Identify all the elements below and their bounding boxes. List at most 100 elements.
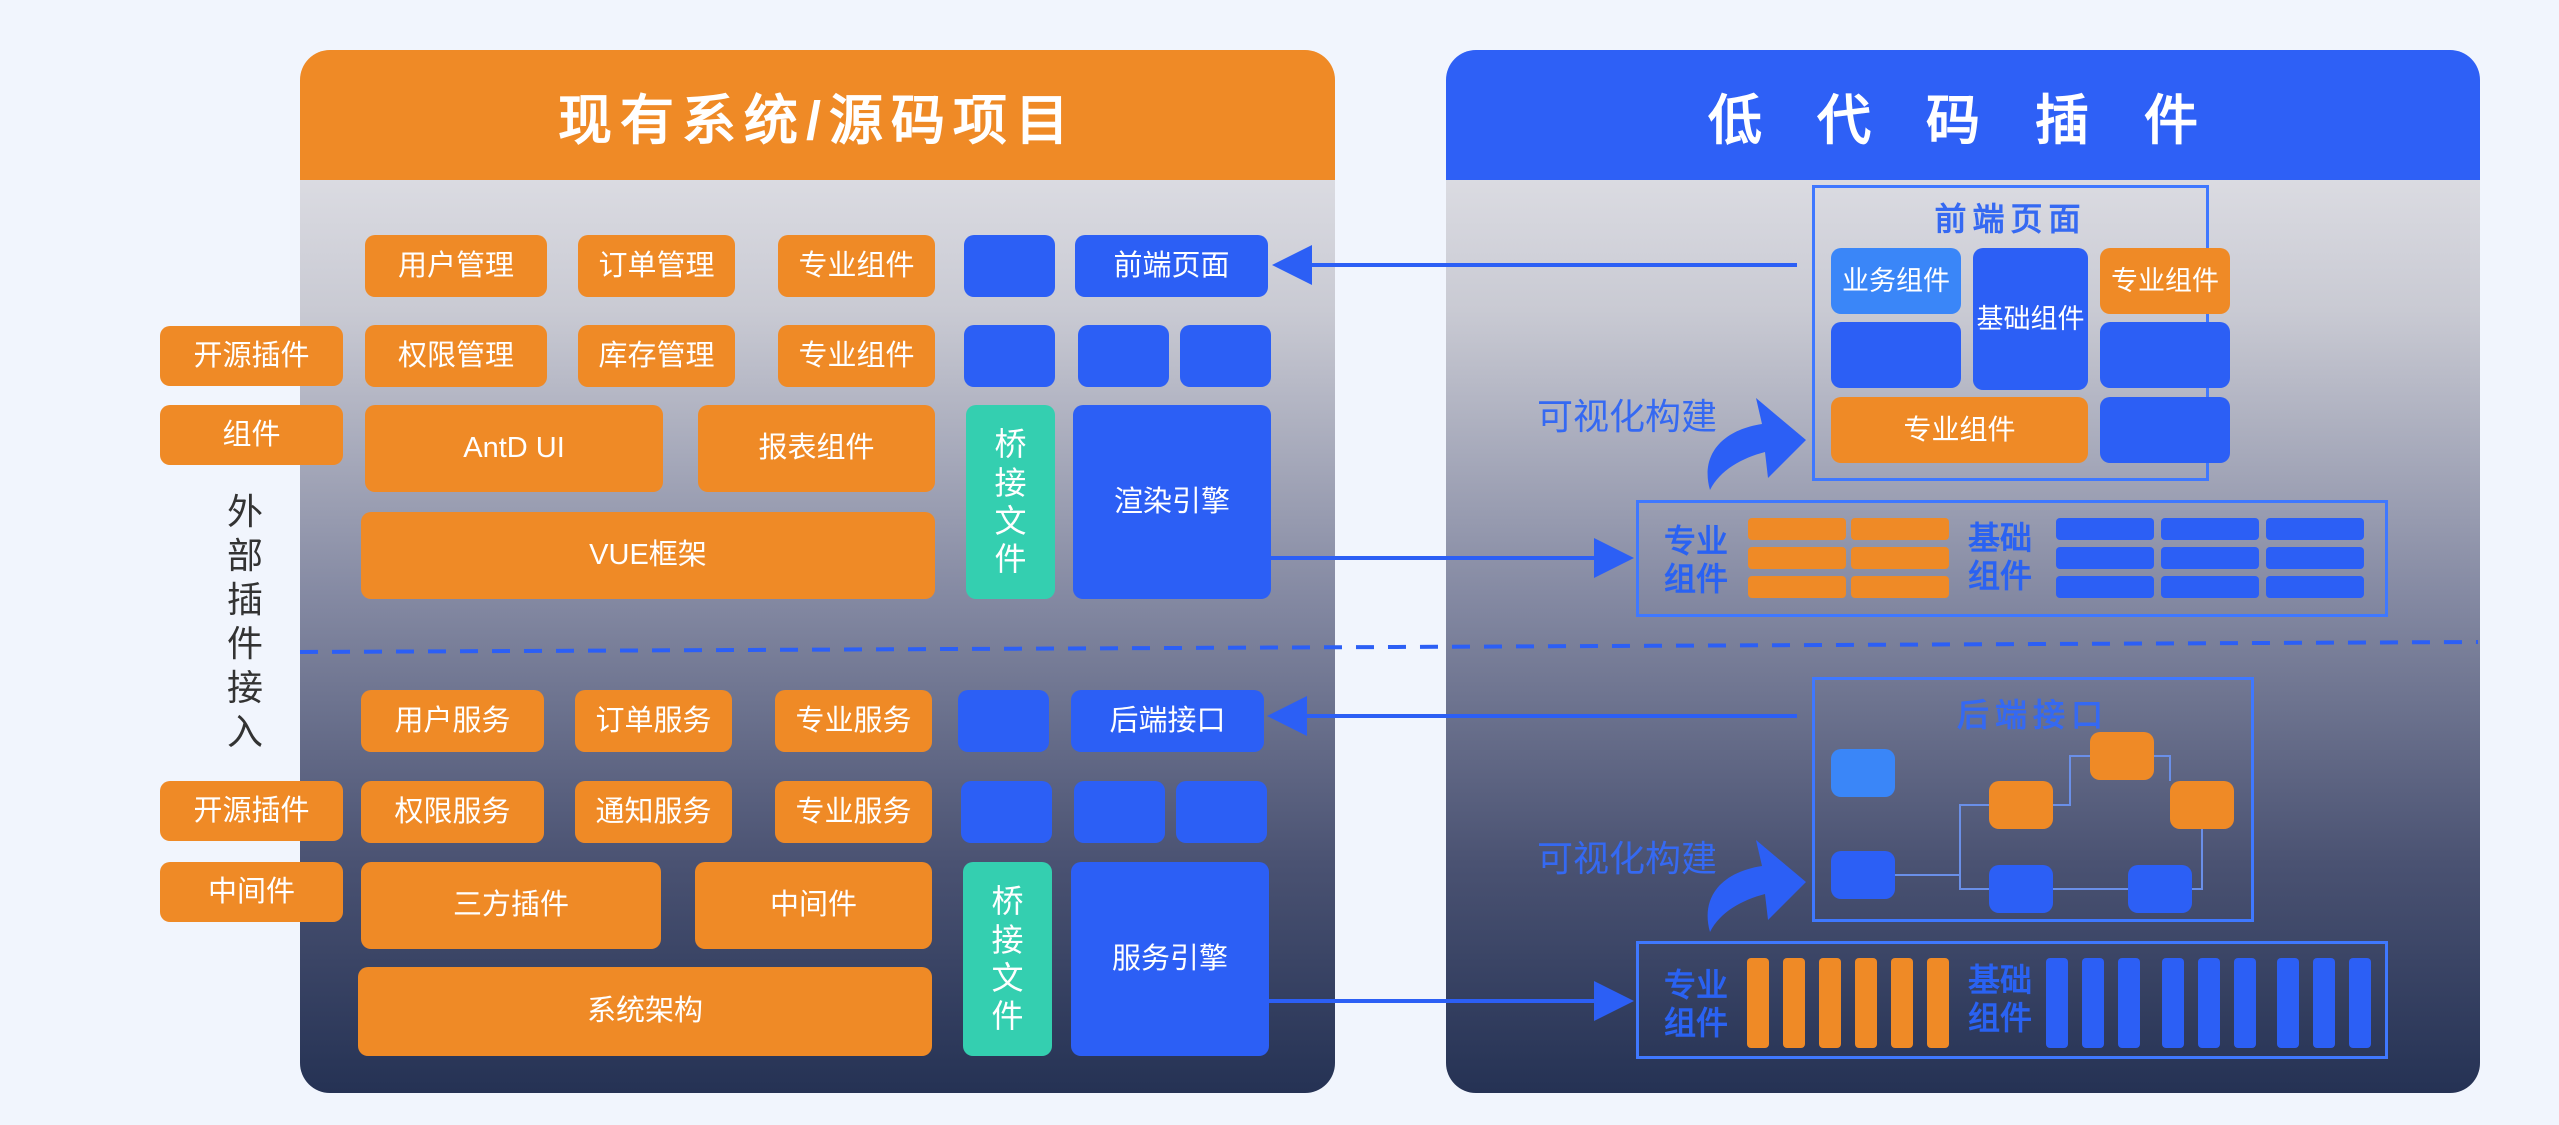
blue-block (964, 235, 1055, 297)
blue-bar (2118, 958, 2140, 1048)
notification-service-box: 通知服务 (575, 781, 732, 843)
orange-bar (1891, 958, 1913, 1048)
pro-component-wide-box: 专业组件 (1831, 397, 2088, 463)
pro-service-box: 专业服务 (775, 781, 932, 843)
blue-bar (2046, 958, 2068, 1048)
flow-node (1989, 865, 2053, 913)
curved-arrow-icon (1707, 398, 1806, 490)
backend-api-frame-title: 后端接口 (1956, 697, 2109, 733)
blue-bar (2162, 958, 2184, 1048)
blue-bar (2349, 958, 2371, 1048)
bridge-char: 桥 (994, 426, 1027, 463)
third-party-plugin-box: 三方插件 (361, 862, 661, 949)
curved-arrow-icon (1707, 840, 1806, 932)
components-row-top (1636, 500, 2388, 617)
user-management-box: 用户管理 (365, 235, 547, 297)
visual-build-label: 可视化构建 (1537, 838, 1718, 879)
blue-bar (2266, 518, 2364, 540)
report-component-box: 报表组件 (698, 405, 935, 492)
visual-build-label: 可视化构建 (1537, 396, 1718, 437)
low-code-plugin-title: 低 代 码 插 件 (1446, 50, 2480, 180)
blue-bar (2056, 518, 2154, 540)
blue-block (1831, 322, 1961, 388)
order-management-box: 订单管理 (578, 235, 735, 297)
bridge-file-box: 桥 接 文 件 (966, 405, 1055, 599)
orange-bar (1748, 547, 1846, 569)
pro-component-box: 专业组件 (778, 235, 935, 297)
external-open-source-plugin: 开源插件 (160, 326, 343, 386)
blue-bar (2082, 958, 2104, 1048)
bridge-char: 文 (991, 960, 1024, 996)
base-components-label: 基础组件 (1967, 962, 2032, 1037)
flow-node (2128, 865, 2192, 913)
order-service-box: 订单服务 (575, 690, 732, 752)
external-open-source-plugin-2: 开源插件 (160, 781, 343, 841)
blue-bar (2266, 576, 2364, 598)
bridge-char: 件 (991, 998, 1024, 1035)
blue-block (2100, 397, 2230, 463)
pro-service-box: 专业服务 (775, 690, 932, 752)
pro-components-label: 专业组件 (1663, 967, 1728, 1042)
base-components-label: 基础组件 (1967, 520, 2032, 595)
blue-bar (2161, 518, 2259, 540)
flow-line (1959, 875, 1989, 890)
vue-framework-box: VUE框架 (361, 512, 935, 599)
business-component-box: 业务组件 (1831, 248, 1961, 314)
external-char: 外 (226, 491, 263, 532)
service-engine-box: 服务引擎 (1071, 862, 1269, 1056)
orange-bar (1851, 576, 1949, 598)
flow-node (2170, 781, 2234, 829)
external-plugin-access-label: 外 部 插 件 接 入 (220, 490, 270, 754)
flow-line (2053, 755, 2090, 806)
blue-bar (2266, 547, 2364, 569)
orange-bar (1748, 576, 1846, 598)
orange-bar (1747, 958, 1769, 1048)
blue-block (958, 690, 1049, 752)
pro-component-box: 专业组件 (2100, 248, 2230, 314)
backend-api-box: 后端接口 (1071, 690, 1264, 752)
blue-bar (2277, 958, 2299, 1048)
external-middleware: 中间件 (160, 862, 343, 922)
flow-line (2154, 755, 2171, 781)
inventory-management-box: 库存管理 (578, 325, 735, 387)
components-row-bottom (1636, 941, 2388, 1059)
blue-bar (2056, 576, 2154, 598)
blue-bar (2161, 547, 2259, 569)
flow-line (1895, 804, 1989, 876)
user-service-box: 用户服务 (361, 690, 544, 752)
blue-bar (2198, 958, 2220, 1048)
flow-node (2090, 732, 2154, 780)
base-component-box: 基础组件 (1973, 248, 2088, 390)
flow-line (2192, 829, 2203, 890)
external-char: 件 (226, 623, 263, 664)
blue-bar (2161, 576, 2259, 598)
pro-component-box: 专业组件 (778, 325, 935, 387)
external-char: 部 (226, 535, 263, 576)
blue-block (964, 325, 1055, 387)
external-char: 接 (226, 667, 263, 708)
bridge-char: 件 (994, 541, 1027, 578)
blue-block (1176, 781, 1267, 843)
flow-node (1831, 851, 1895, 899)
dashed-divider (299, 640, 2479, 654)
blue-bar (2313, 958, 2335, 1048)
external-component: 组件 (160, 405, 343, 465)
system-architecture-box: 系统架构 (358, 967, 932, 1056)
backend-api-frame (1812, 677, 2254, 922)
orange-bar (1819, 958, 1841, 1048)
external-char: 插 (226, 579, 263, 620)
bridge-char: 文 (994, 503, 1027, 539)
antd-ui-box: AntD UI (365, 405, 663, 492)
middleware-box: 中间件 (695, 862, 932, 949)
external-char: 入 (226, 711, 263, 752)
pro-components-label: 专业组件 (1663, 523, 1728, 598)
blue-block (1180, 325, 1271, 387)
existing-system-title: 现有系统/源码项目 (300, 50, 1335, 180)
low-code-plugin-panel: 低 代 码 插 件 (1446, 50, 2480, 1093)
frontend-page-frame-title: 前端页面 (1934, 201, 2087, 237)
bridge-file-box: 桥 接 文 件 (963, 862, 1052, 1056)
blue-bar (2056, 547, 2154, 569)
permission-service-box: 权限服务 (361, 781, 544, 843)
bridge-char: 接 (991, 921, 1024, 958)
